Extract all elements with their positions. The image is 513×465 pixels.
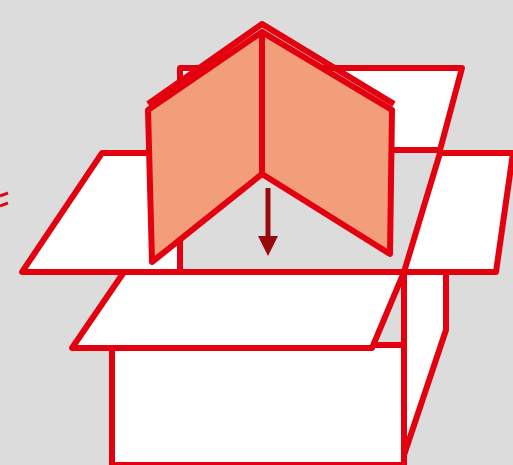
down-arrow-icon — [258, 236, 278, 256]
insert-top-edge — [146, 21, 396, 107]
right-flap — [401, 150, 513, 275]
insert-right-panel — [259, 29, 395, 257]
front-flap — [69, 269, 407, 351]
box-side-face — [401, 269, 449, 458]
edge-mark — [0, 191, 9, 208]
box-front-face — [109, 342, 407, 465]
